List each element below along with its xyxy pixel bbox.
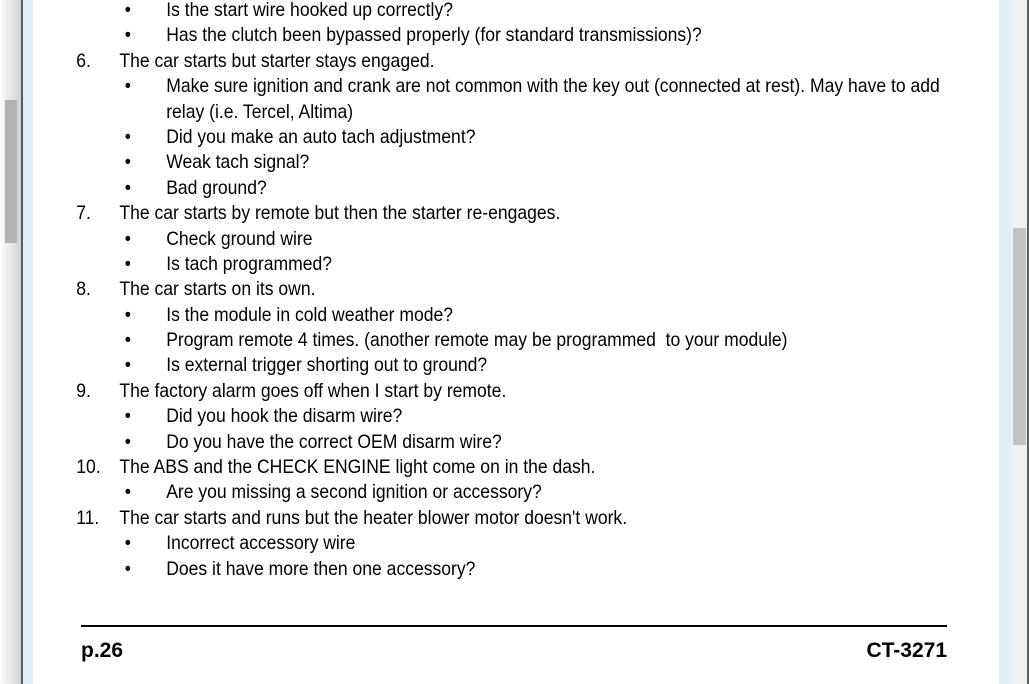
bullet-icon: •: [124, 151, 131, 174]
numbered-list-item: 11. The car starts and runs but the heate…: [33, 506, 902, 531]
numbered-list-item: 7. The car starts by remote but then the …: [33, 201, 902, 226]
bullet-item-text: Do you have the correct OEM disarm wire?: [166, 430, 502, 453]
bullet-icon: •: [124, 354, 131, 377]
footer-page-number: p.26: [81, 639, 124, 662]
bullet-icon: •: [124, 0, 131, 21]
footer-document-code: CT-3271: [866, 639, 947, 662]
bullet-item-text: Does it have more then one accessory?: [166, 557, 476, 580]
numbered-list-item: 10. The ABS and the CHECK ENGINE light co…: [33, 455, 902, 480]
list-item-text: The car starts but starter stays engaged…: [119, 49, 435, 72]
bulleted-list-item: • Check ground wire: [33, 227, 902, 252]
bullet-item-text: Weak tach signal?: [166, 151, 310, 174]
list-item-number: 8.: [76, 278, 91, 301]
bulleted-list-item: • Are you missing a second ignition or ac…: [33, 480, 902, 505]
list-item-text: The car starts on its own.: [119, 278, 316, 301]
list-item-number: 6.: [76, 49, 91, 72]
bullet-item-text: Bad ground?: [166, 176, 267, 199]
document-vertical-scrollbar[interactable]: [1012, 0, 1027, 684]
bulleted-list-item: • Did you hook the disarm wire?: [33, 404, 902, 429]
bullet-icon: •: [124, 430, 131, 453]
bulleted-list-item: • Has the clutch been bypassed properly (…: [33, 23, 902, 48]
bulleted-list-item: • Is tach programmed?: [33, 252, 902, 277]
list-item-number: 10.: [76, 456, 101, 479]
bullet-item-text: Has the clutch been bypassed properly (f…: [166, 24, 702, 47]
bullet-item-text: Is external trigger shorting out to grou…: [166, 354, 488, 377]
bulleted-list-item: • Is the start wire hooked up correctly?: [33, 0, 902, 23]
bullet-icon: •: [124, 227, 131, 250]
bullet-item-text: Did you make an auto tach adjustment?: [166, 125, 476, 148]
bullet-icon: •: [124, 557, 131, 580]
bullet-item-text: Did you hook the disarm wire?: [166, 405, 403, 428]
right-margin-strip: [999, 0, 1012, 684]
document-page: •Is the start wire hooked up correctly?•…: [33, 0, 999, 684]
bulleted-list-item: • Does it have more then one accessory?: [33, 557, 902, 582]
wrapped-text-line: relay (i.e. Tercel, Altima): [33, 100, 902, 125]
bulleted-list-item: • Did you make an auto tach adjustment?: [33, 125, 902, 150]
numbered-list-item: 6. The car starts but starter stays engag…: [33, 49, 902, 74]
bulleted-list-item: • Weak tach signal?: [33, 150, 902, 175]
bulleted-list-item: • Make sure ignition and crank are not co…: [33, 74, 940, 99]
wrapped-text: relay (i.e. Tercel, Altima): [166, 100, 354, 123]
list-item-text: The factory alarm goes off when I start …: [119, 379, 507, 402]
outer-scrollbar-thumb[interactable]: [5, 100, 17, 243]
bulleted-list-item: • Is external trigger shorting out to gro…: [33, 353, 902, 378]
bullet-icon: •: [124, 252, 131, 275]
bullet-icon: •: [124, 329, 131, 352]
bullet-item-text: Are you missing a second ignition or acc…: [166, 481, 542, 504]
bulleted-list-item: • Do you have the correct OEM disarm wire…: [33, 430, 902, 455]
list-item-number: 7.: [76, 202, 91, 225]
bullet-item-text: Is tach programmed?: [166, 252, 333, 275]
window-right-border: [1027, 0, 1029, 684]
numbered-list-item: 8. The car starts on its own.: [33, 277, 902, 302]
numbered-list-item: 9. The factory alarm goes off when I star…: [33, 379, 902, 404]
bullet-icon: •: [124, 176, 131, 199]
window-left-border: [21, 0, 23, 684]
bullet-icon: •: [124, 532, 131, 555]
document-text-body: •Is the start wire hooked up correctly?•…: [33, 0, 999, 582]
bullet-item-text: Program remote 4 times. (another remote …: [166, 329, 788, 352]
bullet-item-text: Make sure ignition and crank are not com…: [166, 75, 940, 98]
list-item-text: The ABS and the CHECK ENGINE light come …: [119, 456, 596, 479]
bullet-item-text: Is the module in cold weather mode?: [166, 303, 454, 326]
outer-vertical-scrollbar[interactable]: [0, 0, 22, 684]
bullet-item-text: Is the start wire hooked up correctly?: [166, 0, 453, 21]
bullet-icon: •: [124, 125, 131, 148]
bullet-icon: •: [124, 405, 131, 428]
bulleted-list-item: • Incorrect accessory wire: [33, 531, 902, 556]
bulleted-list-item: • Bad ground?: [33, 176, 902, 201]
left-margin-strip: [23, 0, 33, 684]
list-item-number: 9.: [76, 379, 91, 402]
bullet-item-text: Check ground wire: [166, 227, 313, 250]
bullet-icon: •: [124, 303, 131, 326]
bullet-item-text: Incorrect accessory wire: [166, 532, 356, 555]
bullet-icon: •: [124, 75, 131, 98]
bulleted-list-item: • Program remote 4 times. (another remote…: [33, 328, 902, 353]
list-item-text: The car starts and runs but the heater b…: [119, 506, 628, 529]
bulleted-list-item: • Is the module in cold weather mode?: [33, 303, 902, 328]
document-scrollbar-thumb[interactable]: [1013, 228, 1026, 445]
list-item-text: The car starts by remote but then the st…: [119, 202, 561, 225]
footer-divider: [81, 625, 947, 627]
list-item-number: 11.: [76, 506, 100, 529]
bullet-icon: •: [124, 24, 131, 47]
page-footer: p.26 CT-3271: [81, 636, 947, 668]
bullet-icon: •: [124, 481, 131, 504]
